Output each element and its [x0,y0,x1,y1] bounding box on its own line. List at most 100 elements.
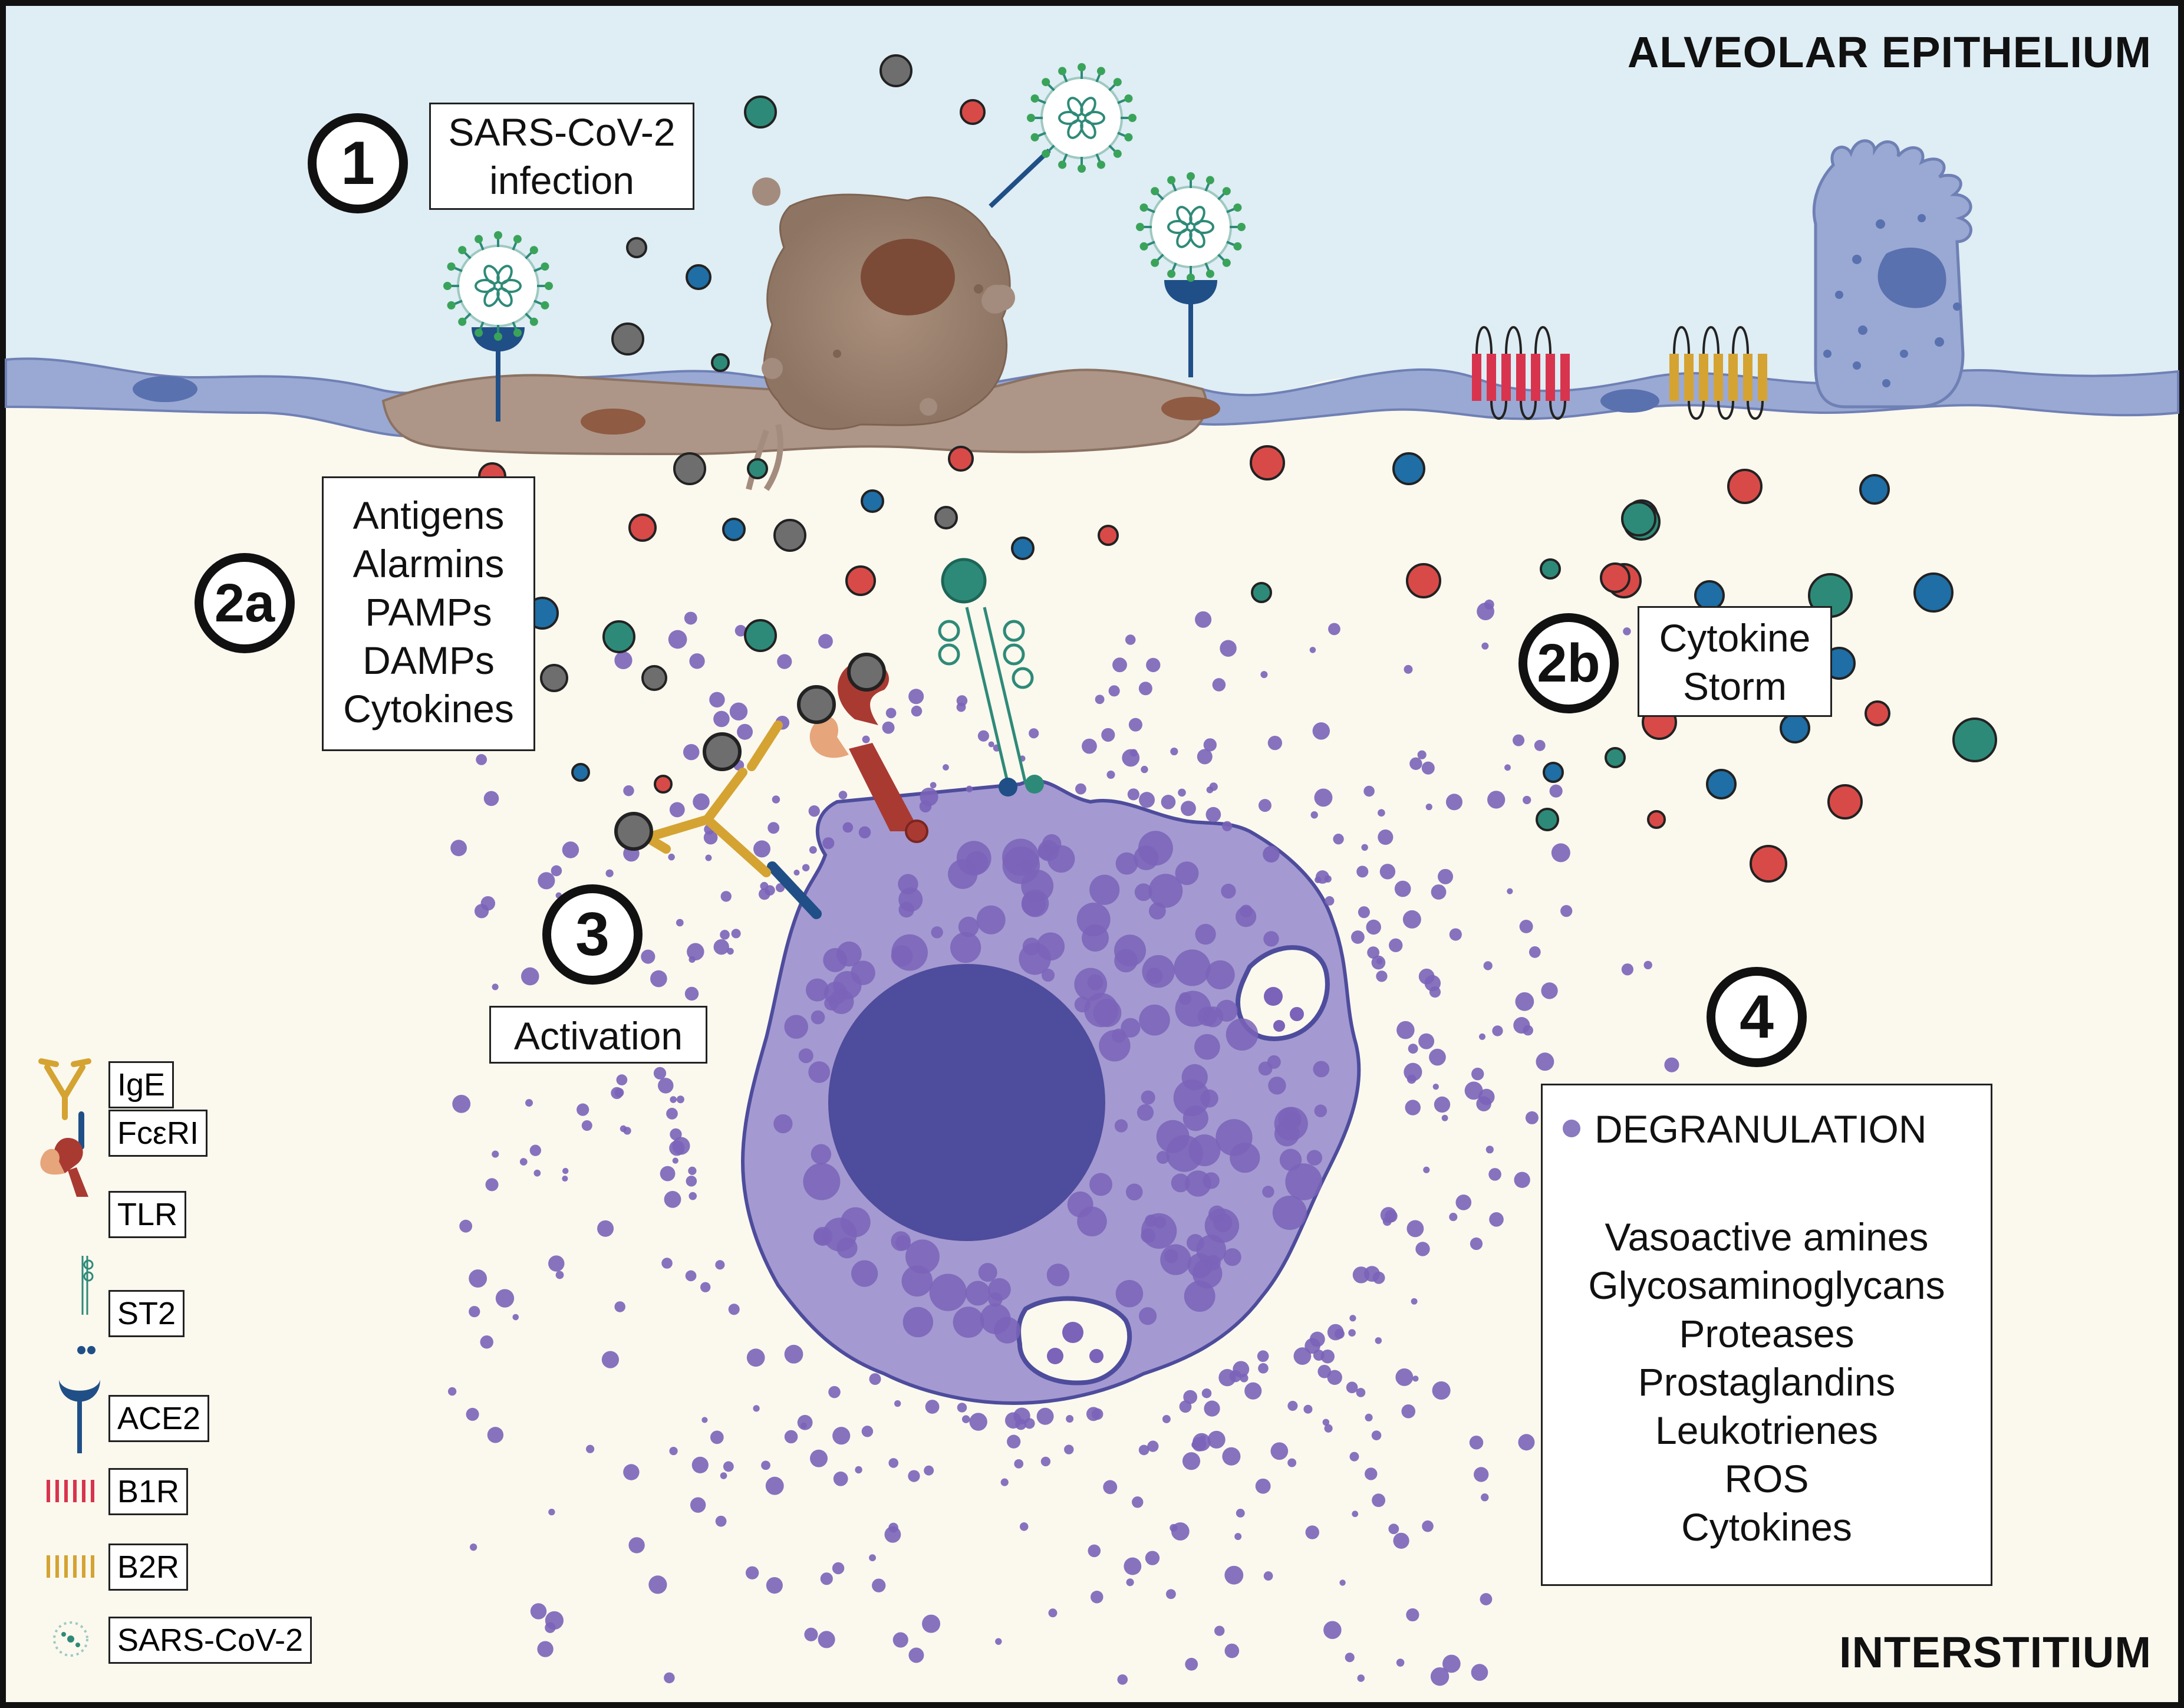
released-granule [562,1175,568,1182]
granule [836,941,862,967]
released-granule [1122,749,1140,767]
granule [1137,1104,1154,1121]
released-granule [908,689,924,705]
mediator-item: Proteases [1679,1312,1854,1355]
granule [1173,1080,1210,1117]
granule-bullet-icon [1563,1120,1580,1137]
released-granule [1323,1621,1342,1640]
granule [953,1306,984,1338]
intracellular-granules [773,831,1330,1344]
released-granule [492,983,499,990]
released-granule [452,1094,471,1113]
cytokine-particle [1392,452,1425,485]
released-granule [1101,728,1115,742]
released-granule [797,1414,813,1430]
granule [1115,852,1138,875]
released-granule [577,1103,589,1116]
released-granule [1293,1347,1312,1365]
released-granule [1371,1430,1382,1440]
released-granule [1222,821,1233,831]
released-granule [1518,1434,1535,1451]
released-granule [810,1449,828,1467]
released-granule [961,1415,970,1423]
released-granule [1623,627,1631,636]
released-granule [888,1458,899,1468]
released-granule [1036,1407,1054,1425]
sars-cov-2-virus [1027,63,1137,173]
cytokine-particle [1727,469,1763,504]
released-granule [1124,1557,1142,1575]
released-granule [538,872,555,890]
cytokine-particle [1621,501,1656,537]
released-granule [1471,1664,1488,1681]
sars-cov-2-virus [1136,172,1246,282]
released-granule [1418,1033,1435,1049]
fceri-receptor [767,861,822,919]
released-granule [1305,1525,1319,1539]
released-granule [1470,1237,1483,1250]
released-granule [1541,982,1558,999]
released-granule [1378,809,1385,817]
released-granule [1314,788,1333,807]
cytokine-particle [1098,525,1119,546]
cytokine-particle [1406,563,1441,598]
released-granule [1146,657,1161,673]
released-granule [1445,794,1462,811]
granule [1314,1104,1327,1117]
released-granule [838,791,848,799]
released-granule [628,1537,645,1554]
granule [1178,992,1192,1005]
released-granule [492,1150,499,1158]
granule [808,1061,831,1083]
released-granule [1389,938,1403,953]
released-granule [1365,1413,1373,1421]
released-granule [480,896,496,911]
danger-signals-box: Antigens Alarmins PAMPs DAMPs Cytokines [322,476,535,751]
granule [1046,1263,1070,1286]
released-granule [614,651,633,670]
released-granule [469,1269,487,1288]
released-granule [1395,1368,1414,1386]
released-granule [1396,1021,1415,1039]
released-granule [1417,750,1427,759]
released-granule [728,1304,740,1315]
released-granule [1309,647,1316,653]
b2r-receptor [1669,326,1767,420]
released-granule [793,870,800,876]
released-granule [1209,782,1218,791]
released-granule [1411,1298,1418,1305]
released-granule [1064,1444,1074,1454]
released-granule [1303,1404,1313,1414]
epithelial-nucleus [1600,389,1659,413]
released-granule [822,837,835,850]
granule [811,1144,832,1164]
released-granule [1117,1674,1128,1685]
released-granule [545,1611,564,1630]
released-granule [701,1417,708,1423]
released-granule [1406,1608,1419,1622]
cytokine-particle [744,96,777,129]
granule [1226,1018,1259,1051]
cytokine-particle [747,458,768,479]
released-granule [1257,1350,1269,1363]
cytokine-particle [879,54,913,87]
released-granule [729,702,748,721]
released-granule [525,1099,533,1107]
released-granule [1356,865,1369,878]
released-granule [1322,1419,1330,1426]
granule [898,887,923,912]
released-granule [1488,1168,1501,1181]
released-granule [1514,1171,1530,1188]
released-granule [832,1427,851,1445]
released-granule [1222,1447,1241,1466]
released-granule [1396,1658,1405,1667]
granule [1114,1119,1128,1133]
released-granule [548,1255,565,1272]
granule [1141,1090,1155,1105]
legend-label-b2r: B2R [108,1544,189,1591]
released-granule [720,930,730,940]
granule [931,926,943,939]
